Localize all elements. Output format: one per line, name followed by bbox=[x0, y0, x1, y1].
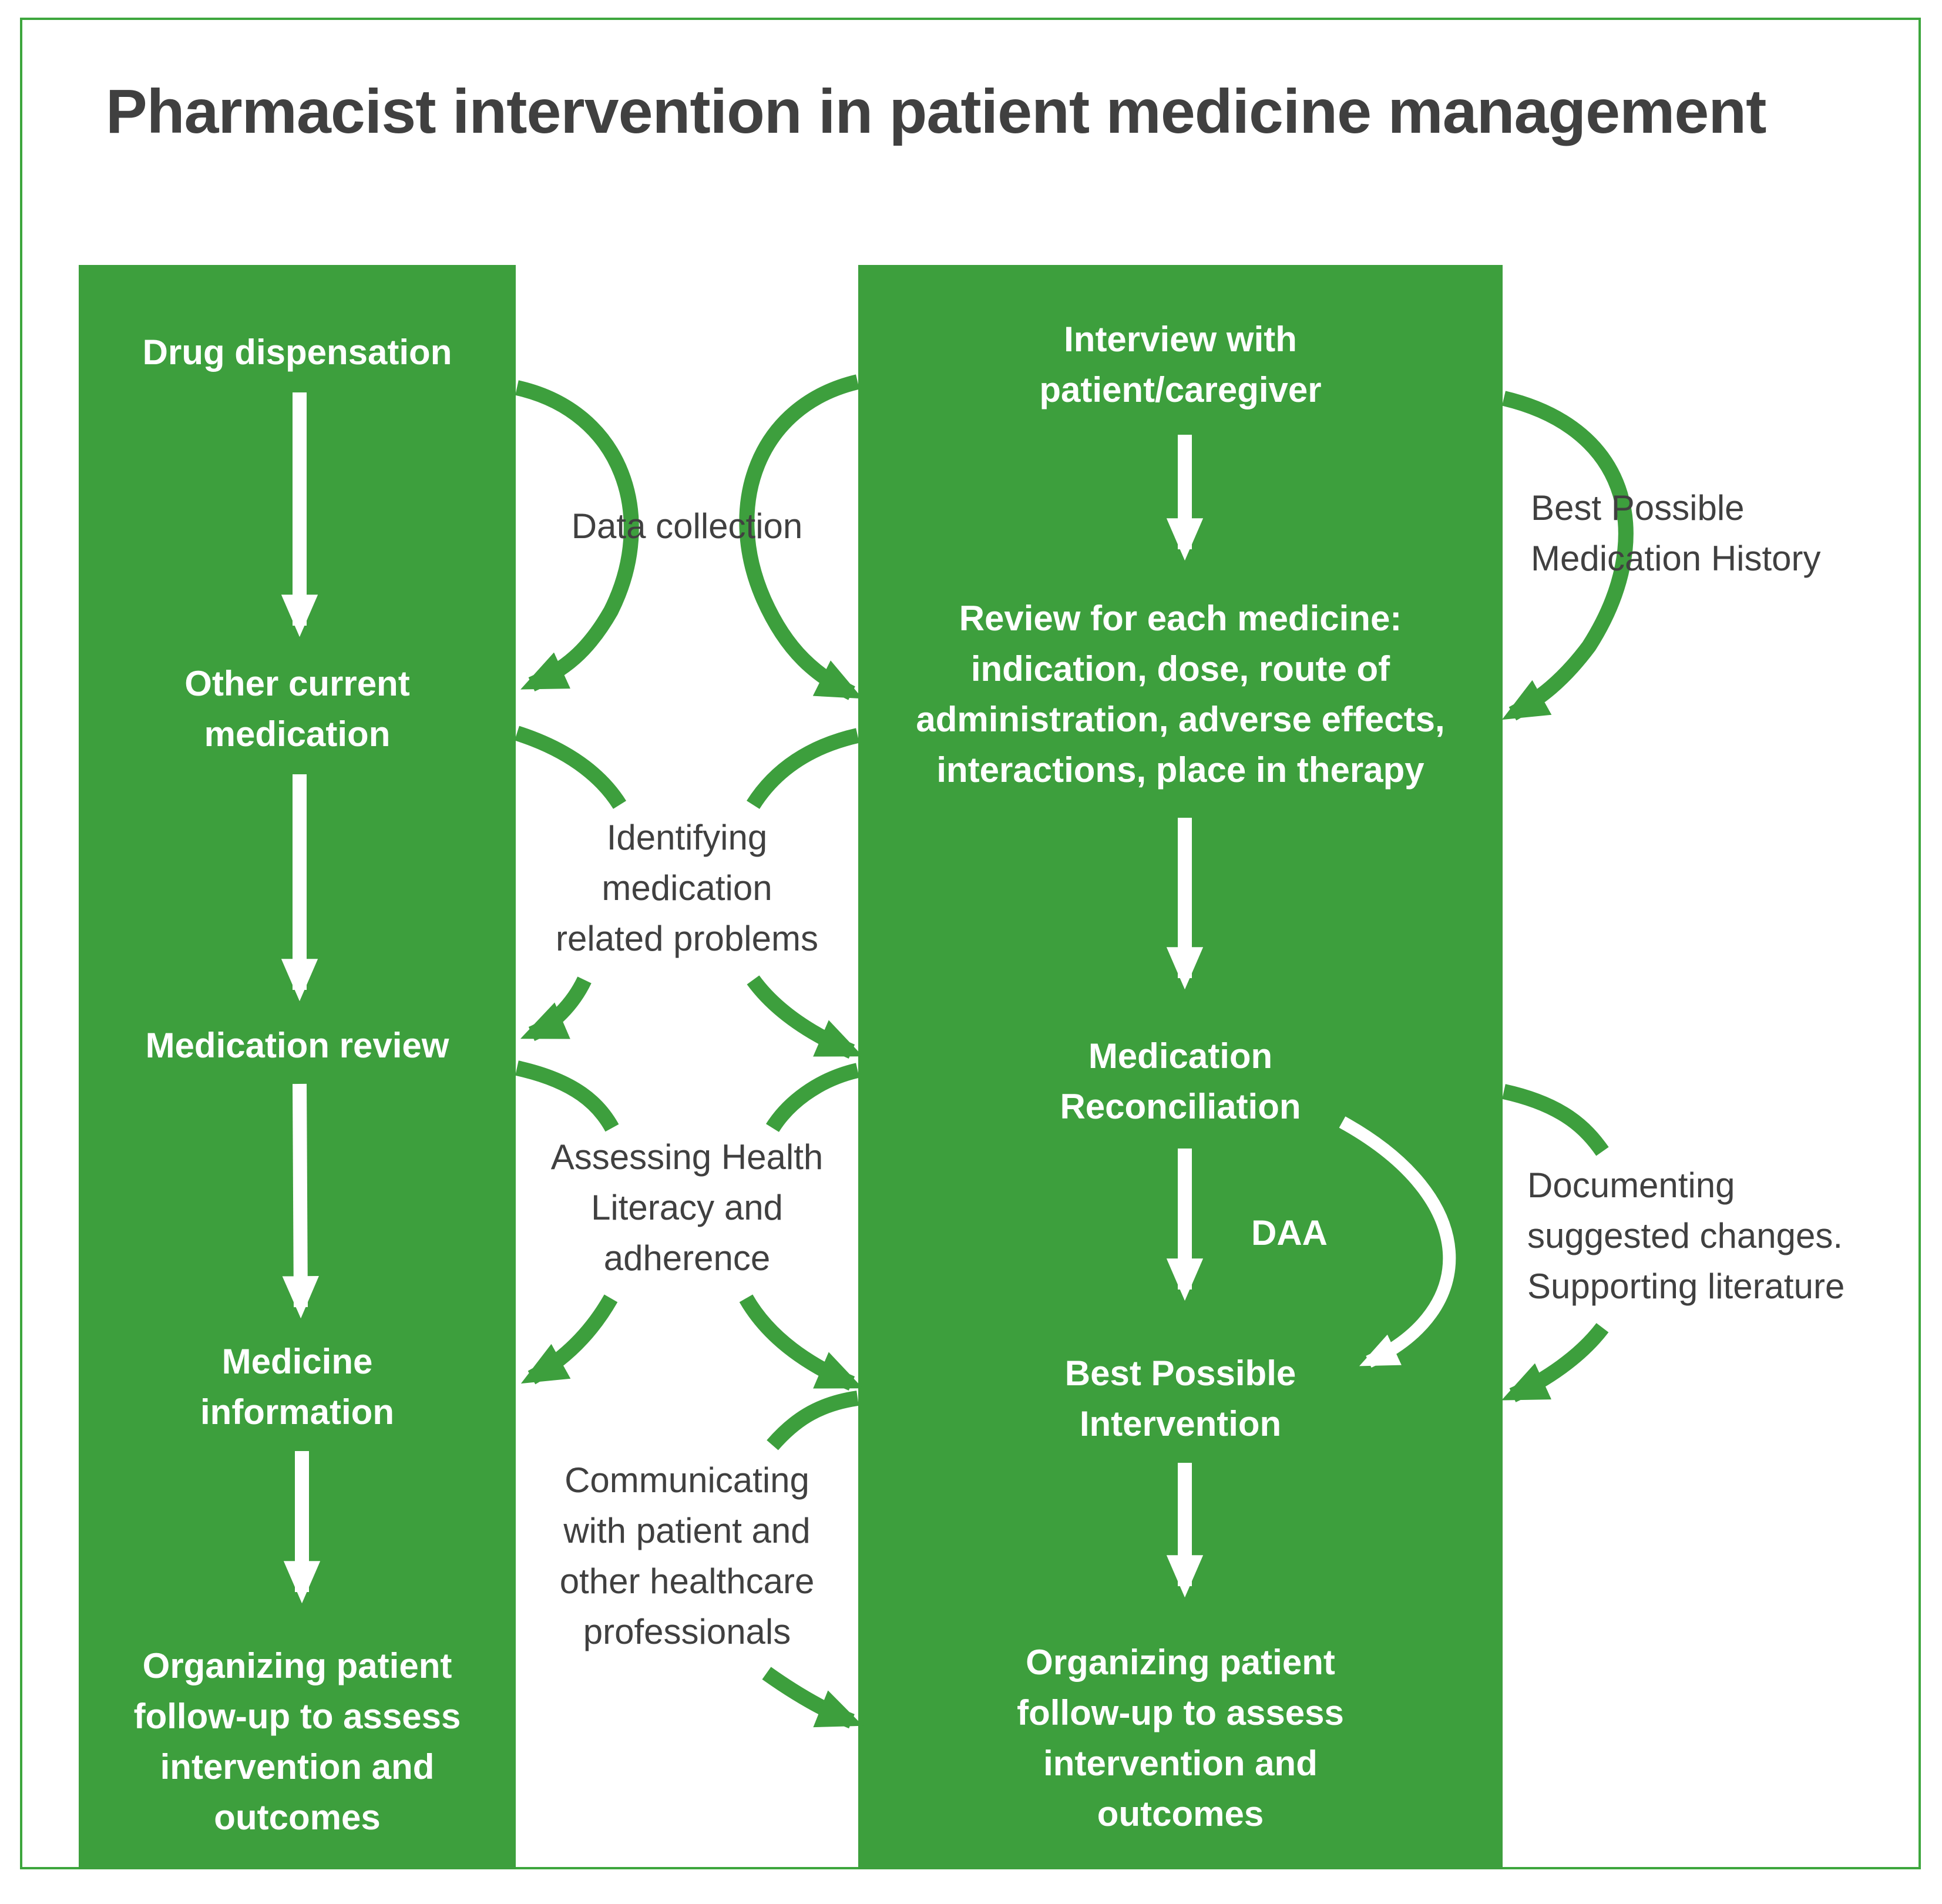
step-review-each-medicine: Review for each medicine: indication, do… bbox=[916, 599, 1445, 790]
diagram-title: Pharmacist intervention in patient medic… bbox=[106, 77, 1766, 146]
daa-label: DAA bbox=[1251, 1213, 1328, 1252]
step-medication-reconciliation: Medication Reconciliation bbox=[1060, 1036, 1301, 1126]
connector-arc bbox=[520, 1294, 618, 1385]
label-assessing-health-literacy: Assessing Health Literacy and adherence bbox=[550, 1137, 824, 1278]
step-medicine-information: Medicine information bbox=[200, 1342, 394, 1432]
connector-arc bbox=[739, 374, 863, 700]
connector-arc bbox=[747, 975, 864, 1059]
middle-connectors bbox=[515, 374, 864, 1729]
step-organizing-follow-up-right: Organizing patient follow-up to assess i… bbox=[1017, 1643, 1344, 1834]
connector-arc bbox=[762, 1667, 864, 1729]
label-data-collection: Data collection bbox=[571, 506, 803, 546]
daa-curved-arrow bbox=[1339, 1116, 1456, 1368]
connector-arc bbox=[739, 1294, 864, 1391]
connector-arc bbox=[765, 1063, 860, 1133]
step-drug-dispensation: Drug dispensation bbox=[142, 333, 452, 372]
left-flow-arrows bbox=[281, 392, 321, 1604]
flow-arrow bbox=[282, 1083, 319, 1319]
connector-arc bbox=[1502, 1084, 1609, 1156]
connector-arc bbox=[747, 728, 859, 810]
connector-arc bbox=[767, 1391, 859, 1450]
right-connectors bbox=[1501, 391, 1634, 1402]
connector-arc bbox=[515, 726, 627, 810]
connector-arc bbox=[1501, 1323, 1609, 1402]
step-interview: Interview with patient/caregiver bbox=[1039, 320, 1322, 409]
connector-arc bbox=[520, 976, 592, 1041]
label-best-possible-medication-history: Best Possible Medication History bbox=[1531, 488, 1821, 578]
step-organizing-follow-up-left: Organizing patient follow-up to assess i… bbox=[133, 1646, 461, 1837]
label-identifying-problems: Identifying medication related problems bbox=[556, 818, 818, 958]
connector-arc bbox=[1501, 391, 1634, 721]
connector-arc bbox=[515, 380, 639, 691]
step-best-possible-intervention: Best Possible Intervention bbox=[1064, 1354, 1296, 1443]
step-other-current-medication: Other current medication bbox=[184, 664, 410, 754]
label-communicating: Communicating with patient and other hea… bbox=[559, 1460, 815, 1651]
label-documenting-changes: Documenting suggested changes. Supportin… bbox=[1527, 1166, 1845, 1306]
connector-arc bbox=[515, 1060, 619, 1132]
step-medication-review: Medication review bbox=[145, 1026, 449, 1065]
